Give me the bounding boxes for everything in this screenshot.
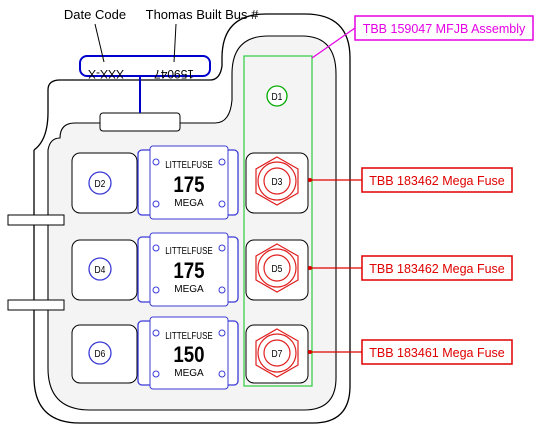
callout-dot [308, 266, 312, 270]
d1-region-outline [243, 55, 313, 387]
fuse-row-3: D6 LITTELFUSE 150 MEGA D7 [71, 316, 309, 390]
bus-number-value: 159047 [154, 67, 194, 81]
d6-label: D6 [95, 348, 106, 359]
assembly-label-box [354, 15, 534, 41]
fuse-bolt-hole [218, 370, 226, 378]
fuse-bolt-hole [218, 158, 226, 166]
housing-outer-outline [33, 13, 351, 424]
bus-number-leader [173, 23, 177, 63]
mounting-tab-lower [7, 299, 65, 311]
d7-label: D7 [272, 348, 283, 359]
fuse-bolt-hole [152, 370, 160, 378]
fuse-rating: 175 [173, 174, 204, 198]
terminal-ring-outer [257, 161, 297, 201]
fuse-rating: 175 [173, 260, 204, 284]
d2-diode-circle [88, 171, 112, 195]
fuse-bolt-hole [218, 286, 226, 294]
date-code-label: Date Code [64, 7, 126, 22]
fuse-rating: 150 [173, 344, 204, 368]
fuse-brand: LITTELFUSE [165, 330, 213, 341]
d1-label: D1 [272, 91, 283, 102]
fuse-type: MEGA [174, 198, 204, 209]
assembly-leader [311, 27, 356, 59]
fuse-bolt-hole [152, 158, 160, 166]
callout-label: TBB 183461 Mega Fuse [369, 346, 505, 360]
hex-nut-terminal [255, 328, 299, 378]
callout-dot [308, 350, 312, 354]
fuse-bolt-hole [152, 200, 160, 208]
d2-label: D2 [95, 178, 106, 189]
hex-nut-terminal [255, 243, 299, 293]
fuse-bolt-hole [218, 244, 226, 252]
terminal-ring-outer [257, 248, 297, 288]
callout-1: TBB 183462 Mega Fuse [308, 167, 513, 193]
d4-diode-circle [88, 257, 112, 281]
fuse-bolt-hole [152, 286, 160, 294]
hex-nut-terminal [255, 156, 299, 206]
assembly-label: TBB 159047 MFJB Assembly [363, 22, 526, 36]
housing-outer-left [33, 111, 49, 151]
date-code-value: XXX-X [88, 67, 124, 81]
fuse-brand: LITTELFUSE [165, 245, 213, 256]
fuse-type: MEGA [174, 368, 204, 379]
d1-diode-circle [266, 85, 288, 107]
label-plate [99, 112, 181, 132]
callout-dot [308, 178, 312, 182]
mounting-tab-upper [7, 214, 65, 226]
fuse-row-1: D2 LITTELFUSE 175 MEGA D3 [71, 145, 309, 220]
stamp-box [79, 55, 211, 77]
fuse-type: MEGA [174, 284, 204, 295]
callout-2: TBB 183462 Mega Fuse [308, 255, 513, 281]
terminal-ring-inner [263, 167, 291, 195]
fuse-bolt-hole [152, 244, 160, 252]
callout-label: TBB 183462 Mega Fuse [369, 174, 505, 188]
fuse-row-2: D4 LITTELFUSE 175 MEGA D5 [71, 232, 309, 307]
fuse-bolt-hole [152, 329, 160, 337]
date-code-leader [94, 23, 105, 63]
bus-number-label: Thomas Built Bus # [146, 7, 259, 22]
fuse-bolt-hole [218, 329, 226, 337]
fuse-body [149, 145, 229, 220]
callout-label: TBB 183462 Mega Fuse [369, 262, 505, 276]
terminal-ring-inner [263, 339, 291, 367]
callout-box [361, 167, 513, 193]
terminal-ring-outer [257, 333, 297, 373]
callout-box [361, 255, 513, 281]
fuse-bolt-hole [218, 200, 226, 208]
terminal-ring-inner [263, 254, 291, 282]
d4-label: D4 [95, 264, 106, 275]
d5-label: D5 [272, 263, 283, 274]
fuse-brand: LITTELFUSE [165, 159, 213, 170]
callout-3: TBB 183461 Mega Fuse [308, 339, 513, 365]
fuse-body [149, 316, 229, 390]
fuse-body [149, 232, 229, 307]
d6-diode-circle [88, 341, 112, 365]
callout-box [361, 339, 513, 365]
d3-label: D3 [272, 176, 283, 187]
